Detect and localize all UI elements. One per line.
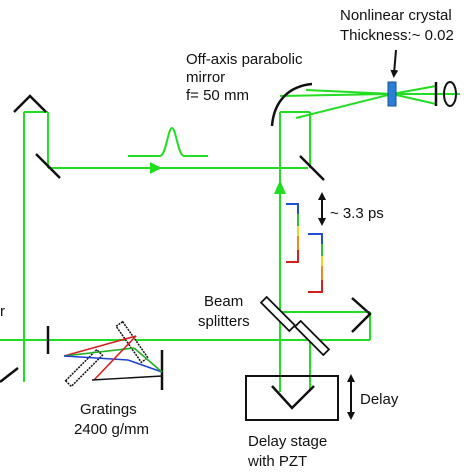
parabolic-mirror — [270, 82, 313, 127]
chirped-pulses — [286, 203, 323, 293]
left-edge-label: r — [0, 303, 5, 320]
beam-arrow-right — [150, 162, 162, 174]
lens — [443, 81, 457, 107]
pulse-shape-upper — [128, 126, 208, 157]
delay-label: Delay — [360, 391, 399, 408]
mirror-left-bottom — [0, 367, 19, 383]
gratings-label-line2: 2400 g/mm — [74, 421, 149, 438]
beam-splitter-1 — [259, 295, 297, 333]
beam-splitter-2 — [293, 319, 331, 357]
grating-ray-red — [63, 335, 137, 357]
beam-focus-b — [305, 89, 393, 95]
delay-stage-label-line2: with PZT — [247, 453, 307, 470]
mirror-right-roof — [351, 297, 372, 333]
beam-focus-c — [295, 93, 393, 119]
beam-exit-b — [391, 93, 437, 105]
delay-time-label: ~ 3.3 ps — [330, 205, 384, 222]
beam-splitters-label-line2: splitters — [198, 313, 250, 330]
beam-splitters-label-line1: Beam — [204, 293, 243, 310]
parabolic-label-line3: f= 50 mm — [186, 87, 249, 104]
gratings — [63, 320, 163, 388]
nonlinear-crystal — [387, 81, 397, 107]
gratings-label-line1: Gratings — [80, 401, 137, 418]
pulse-upper-red — [286, 250, 299, 263]
grating-ray-red-2 — [93, 335, 137, 381]
pulse-lower-red — [308, 280, 323, 293]
grating-ray-green-2 — [133, 347, 163, 373]
beam-paths — [0, 85, 460, 392]
mirror-upper-right — [299, 155, 325, 181]
crystal-pointer-arrow — [390, 49, 399, 78]
delay-stage-box — [245, 375, 339, 421]
grating-ray-blue-2 — [127, 359, 163, 373]
beam-exit-a — [391, 85, 437, 95]
mirror-top-left-roof — [13, 94, 47, 113]
grating-ray-blue — [63, 355, 129, 361]
parabolic-label-line1: Off-axis parabolic — [186, 51, 303, 68]
grating-ray-out — [91, 375, 163, 381]
pulse-lower-blue — [308, 233, 323, 244]
mirror-upper-left — [35, 153, 61, 179]
beam-arrow-up — [274, 180, 286, 194]
crystal-label-line1: Nonlinear crystal — [340, 7, 452, 24]
delay-stage-roof-mirror — [271, 385, 315, 410]
crystal-label-line2: Thickness:~ 0.02 — [340, 27, 454, 44]
beam-focus-a — [279, 93, 393, 97]
parabolic-label-line2: mirror — [186, 69, 225, 86]
mirrors — [0, 82, 438, 390]
delay-stage-label-line1: Delay stage — [248, 433, 327, 450]
pulse-upper-blue — [286, 203, 299, 214]
